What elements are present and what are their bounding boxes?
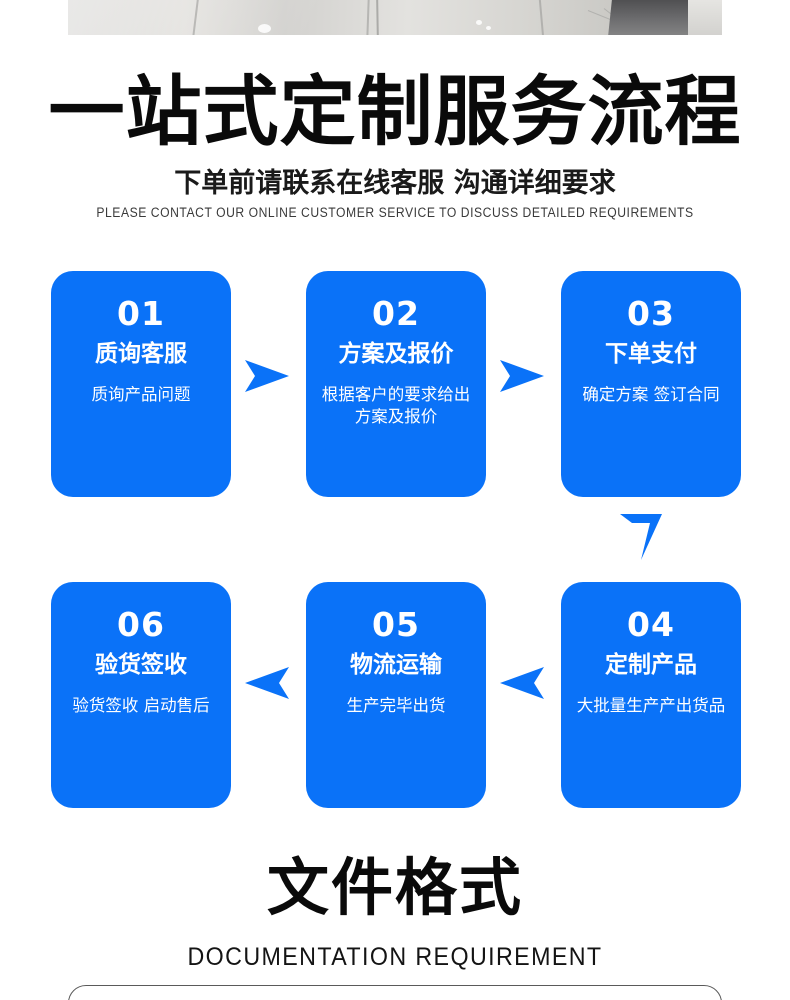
step-number: 03 bbox=[627, 294, 675, 333]
arrow-down-icon bbox=[617, 511, 665, 563]
step-number: 02 bbox=[372, 294, 420, 333]
dark-door-panel bbox=[607, 0, 699, 35]
page-subtitle-cn: 下单前请联系在线客服 沟通详细要求 bbox=[174, 168, 616, 199]
arrow-left-icon bbox=[243, 665, 291, 701]
flow-step-02[interactable]: 02 方案及报价 根据客户的要求给出方案及报价 bbox=[306, 271, 486, 497]
floor-speck bbox=[258, 24, 271, 33]
arrow-right-icon bbox=[243, 358, 291, 394]
marble-floor-photo bbox=[68, 0, 722, 35]
documentation-panel bbox=[68, 985, 722, 1000]
step-description: 确定方案 签订合同 bbox=[582, 385, 720, 404]
flow-step-03[interactable]: 03 下单支付 确定方案 签订合同 bbox=[561, 271, 741, 497]
step-name: 质询客服 bbox=[95, 341, 187, 367]
step-name: 定制产品 bbox=[605, 652, 697, 678]
floor-speck bbox=[476, 20, 482, 25]
flow-step-04[interactable]: 04 定制产品 大批量生产产出货品 bbox=[561, 582, 741, 808]
step-description: 质询产品问题 bbox=[91, 385, 191, 404]
step-number: 06 bbox=[117, 605, 165, 644]
door-frame bbox=[688, 0, 722, 35]
footer-subtitle: DOCUMENTATION REQUIREMENT bbox=[187, 943, 603, 971]
flow-step-01[interactable]: 01 质询客服 质询产品问题 bbox=[51, 271, 231, 497]
page-subtitle-en: PLEASE CONTACT OUR ONLINE CUSTOMER SERVI… bbox=[96, 205, 694, 220]
arrow-left-icon bbox=[498, 665, 546, 701]
step-name: 物流运输 bbox=[350, 652, 442, 678]
page-title: 一站式定制服务流程 bbox=[48, 67, 742, 156]
arrow-right-icon bbox=[498, 358, 546, 394]
step-description: 验货签收 启动售后 bbox=[72, 696, 210, 715]
flow-step-05[interactable]: 05 物流运输 生产完毕出货 bbox=[306, 582, 486, 808]
step-number: 05 bbox=[372, 605, 420, 644]
step-name: 下单支付 bbox=[605, 341, 697, 367]
floor-speck bbox=[486, 26, 491, 30]
step-name: 验货签收 bbox=[95, 652, 187, 678]
step-description: 大批量生产产出货品 bbox=[576, 696, 726, 715]
step-description: 生产完毕出货 bbox=[346, 696, 446, 715]
flow-step-06[interactable]: 06 验货签收 验货签收 启动售后 bbox=[51, 582, 231, 808]
step-number: 01 bbox=[117, 294, 165, 333]
step-description: 根据客户的要求给出方案及报价 bbox=[321, 385, 471, 426]
footer-title: 文件格式 bbox=[266, 851, 523, 924]
step-number: 04 bbox=[627, 605, 675, 644]
step-name: 方案及报价 bbox=[338, 341, 454, 367]
